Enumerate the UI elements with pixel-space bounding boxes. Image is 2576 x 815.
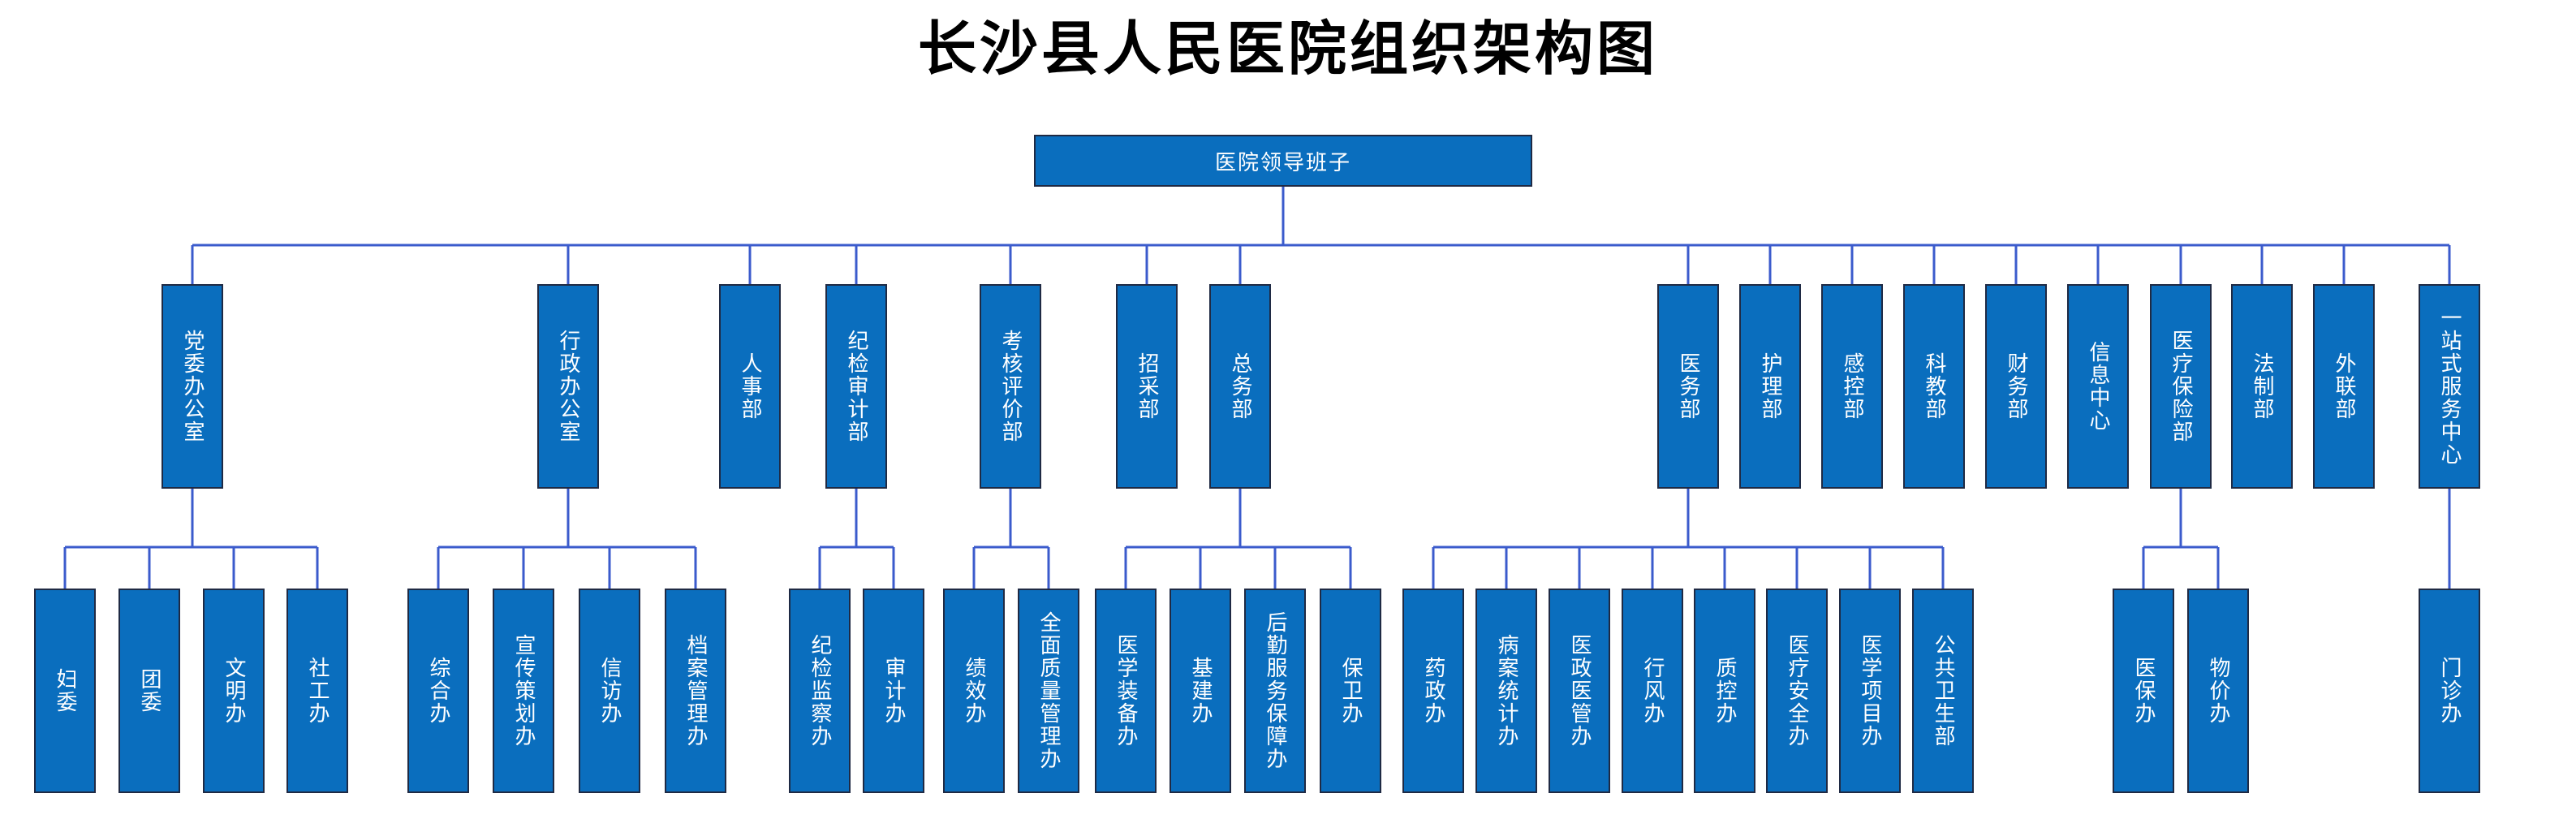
department-node: 财务部: [1985, 284, 2047, 489]
office-node: 病案统计办: [1475, 589, 1537, 793]
department-node: 纪检审计部: [825, 284, 887, 489]
office-node: 行风办: [1622, 589, 1683, 793]
office-node: 保卫办: [1320, 589, 1381, 793]
office-node: 医学项目办: [1839, 589, 1901, 793]
department-node: 法制部: [2231, 284, 2293, 489]
office-node: 综合办: [407, 589, 469, 793]
chart-title: 长沙县人民医院组织架构图: [917, 14, 1658, 83]
department-node: 考核评价部: [980, 284, 1041, 489]
office-node: 医保办: [2113, 589, 2174, 793]
office-node: 宣传策划办: [493, 589, 554, 793]
office-node: 医政医管办: [1549, 589, 1610, 793]
office-node: 绩效办: [943, 589, 1005, 793]
office-node: 公共卫生部: [1912, 589, 1974, 793]
department-node: 总务部: [1209, 284, 1271, 489]
department-node: 行政办公室: [537, 284, 599, 489]
department-node: 党委办公室: [162, 284, 223, 489]
office-node: 审计办: [863, 589, 924, 793]
department-node: 护理部: [1739, 284, 1801, 489]
department-node: 信息中心: [2067, 284, 2129, 489]
office-node: 质控办: [1694, 589, 1755, 793]
department-node: 科教部: [1903, 284, 1965, 489]
office-node: 纪检监察办: [789, 589, 851, 793]
office-node: 医学装备办: [1095, 589, 1157, 793]
office-node: 档案管理办: [665, 589, 726, 793]
department-node: 医务部: [1657, 284, 1719, 489]
root-node: 医院领导班子: [1034, 135, 1532, 187]
office-node: 妇委: [34, 589, 96, 793]
office-node: 信访办: [579, 589, 640, 793]
department-node: 外联部: [2313, 284, 2375, 489]
department-node: 招采部: [1116, 284, 1178, 489]
office-node: 药政办: [1402, 589, 1464, 793]
department-node: 人事部: [719, 284, 781, 489]
office-node: 团委: [118, 589, 180, 793]
office-node: 物价办: [2187, 589, 2249, 793]
office-node: 文明办: [203, 589, 265, 793]
department-node: 感控部: [1821, 284, 1883, 489]
department-node: 一站式服务中心: [2419, 284, 2480, 489]
department-node: 医疗保险部: [2150, 284, 2212, 489]
office-node: 后勤服务保障办: [1244, 589, 1306, 793]
office-node: 基建办: [1170, 589, 1231, 793]
office-node: 门诊办: [2419, 589, 2480, 793]
office-node: 全面质量管理办: [1018, 589, 1079, 793]
office-node: 社工办: [286, 589, 348, 793]
office-node: 医疗安全办: [1766, 589, 1828, 793]
